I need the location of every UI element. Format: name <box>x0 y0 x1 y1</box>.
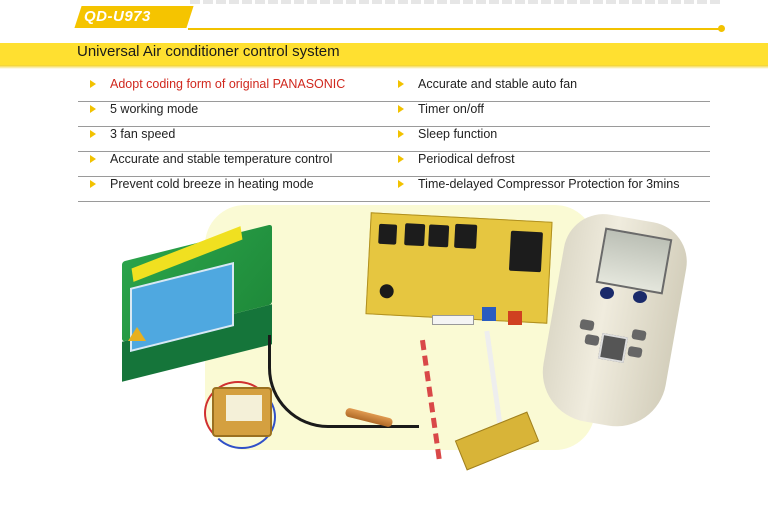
relay <box>508 230 543 273</box>
feature-text: 5 working mode <box>110 102 199 116</box>
transformer-red-wire <box>204 381 272 445</box>
control-board <box>365 212 553 324</box>
feature-row: 5 working mode Timer on/off <box>78 102 710 127</box>
package-box-logo <box>128 327 146 341</box>
blue-terminal <box>482 307 496 321</box>
bullet-arrow-icon <box>90 79 96 88</box>
feature-item: Accurate and stable temperature control <box>78 152 332 176</box>
feature-text: Time-delayed Compressor Protection for 3… <box>418 177 680 191</box>
feature-row: Prevent cold breeze in heating mode Time… <box>78 177 710 202</box>
feature-item: 5 working mode <box>78 102 198 126</box>
bullet-arrow-icon <box>398 79 404 88</box>
model-underline <box>188 28 720 30</box>
feature-text: Adopt coding form of original PANASONIC <box>110 77 346 91</box>
feature-list: Adopt coding form of original PANASONIC … <box>78 77 710 202</box>
remote-power-button <box>633 291 647 303</box>
bullet-arrow-icon <box>90 104 96 113</box>
feature-item: Periodical defrost <box>386 152 515 176</box>
bullet-arrow-icon <box>90 129 96 138</box>
feature-row: 3 fan speed Sleep function <box>78 127 710 152</box>
capacitor <box>379 283 395 299</box>
model-line-dot <box>718 25 725 32</box>
sensor-cable <box>268 335 419 428</box>
bullet-arrow-icon <box>398 129 404 138</box>
feature-item: 3 fan speed <box>78 127 175 151</box>
relay <box>404 223 426 247</box>
remote-mode-button <box>597 332 629 364</box>
feature-text: Timer on/off <box>418 102 484 116</box>
bullet-arrow-icon <box>90 179 96 188</box>
bullet-arrow-icon <box>398 179 404 188</box>
remote-screen <box>595 227 673 295</box>
feature-item: Adopt coding form of original PANASONIC <box>78 77 345 101</box>
transformer-blue-wire <box>208 385 276 449</box>
remote-button <box>600 287 614 299</box>
wire-connector <box>432 315 474 325</box>
feature-text: Prevent cold breeze in heating mode <box>110 177 314 191</box>
feature-text: Sleep function <box>418 127 498 141</box>
page-title: Universal Air conditioner control system <box>77 43 340 60</box>
relay <box>428 224 450 248</box>
bullet-arrow-icon <box>90 154 96 163</box>
feature-text: 3 fan speed <box>110 127 176 141</box>
transformer-label <box>226 395 262 421</box>
red-terminal <box>508 311 522 325</box>
title-band: Universal Air conditioner control system <box>0 43 768 65</box>
feature-text: Accurate and stable temperature control <box>110 152 333 166</box>
product-photo <box>0 195 768 513</box>
feature-item: Prevent cold breeze in heating mode <box>78 177 314 201</box>
feature-row: Adopt coding form of original PANASONIC … <box>78 77 710 102</box>
title-band-shadow <box>0 65 768 69</box>
feature-item: Sleep function <box>386 127 497 151</box>
top-decoration <box>190 0 720 4</box>
bullet-arrow-icon <box>398 104 404 113</box>
relay <box>378 223 398 245</box>
feature-text: Periodical defrost <box>418 152 515 166</box>
feature-item: Timer on/off <box>386 102 484 126</box>
feature-text: Accurate and stable auto fan <box>418 77 578 91</box>
feature-item: Time-delayed Compressor Protection for 3… <box>386 177 679 201</box>
relay <box>454 223 478 249</box>
model-code: QD-U973 <box>84 8 151 25</box>
feature-item: Accurate and stable auto fan <box>386 77 577 101</box>
bullet-arrow-icon <box>398 154 404 163</box>
feature-row: Accurate and stable temperature control … <box>78 152 710 177</box>
